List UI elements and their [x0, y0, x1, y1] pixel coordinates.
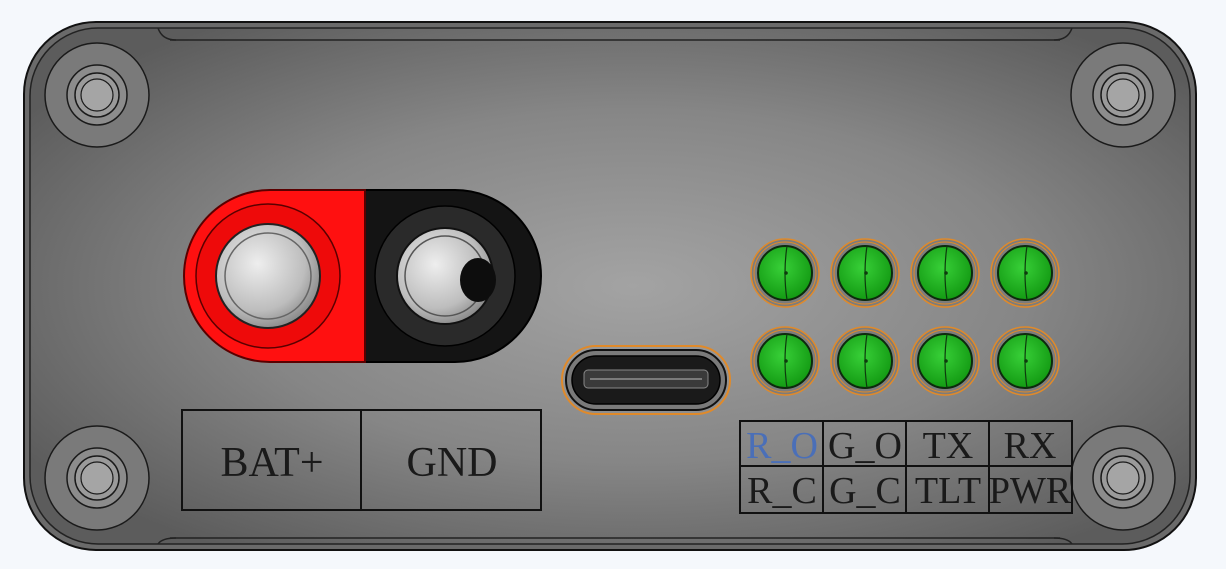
led-label-table: R_O G_O TX RX R_C G_C TLT PWR — [739, 420, 1073, 514]
led-label-r-c: R_C — [747, 470, 817, 512]
led-label-g-c: G_C — [829, 470, 901, 512]
led-indicator-icon — [910, 326, 980, 396]
led-array — [750, 238, 1060, 396]
led-label-tlt: TLT — [915, 470, 981, 512]
led-indicator-icon — [750, 326, 820, 396]
usb-c-port-icon — [561, 345, 731, 415]
led-indicator-icon — [830, 238, 900, 308]
led-label-r-o: R_O — [746, 425, 818, 467]
terminal-block — [183, 189, 542, 363]
terminal-label-table: BAT+ GND — [181, 409, 542, 511]
bat-plus-label: BAT+ — [220, 440, 323, 486]
led-indicator-icon — [990, 238, 1060, 308]
enclosure-face — [29, 27, 1191, 545]
bottom-left-corner-arc — [157, 537, 177, 545]
screw-hole-icon-bottom-right — [1070, 425, 1176, 531]
screw-hole-icon-top-right — [1070, 42, 1176, 148]
led-label-g-o: G_O — [828, 425, 902, 467]
led-label-rx: RX — [1004, 425, 1057, 467]
enclosure — [23, 21, 1197, 551]
top-left-corner-arc — [157, 27, 177, 41]
led-indicator-icon — [750, 238, 820, 308]
gnd-label: GND — [407, 440, 498, 486]
led-label-pwr: PWR — [989, 470, 1072, 512]
screw-hole-icon-top-left — [44, 42, 150, 148]
top-right-corner-arc — [1053, 27, 1073, 41]
red-terminal-pin — [215, 223, 321, 329]
led-indicator-icon — [910, 238, 980, 308]
led-indicator-icon — [990, 326, 1060, 396]
black-terminal-pin-shadow — [460, 258, 496, 302]
led-indicator-icon — [830, 326, 900, 396]
red-terminal-pin-inner — [224, 232, 312, 320]
screw-hole-icon-bottom-left — [44, 425, 150, 531]
led-label-tx: TX — [923, 425, 974, 467]
bottom-right-corner-arc — [1053, 537, 1073, 545]
